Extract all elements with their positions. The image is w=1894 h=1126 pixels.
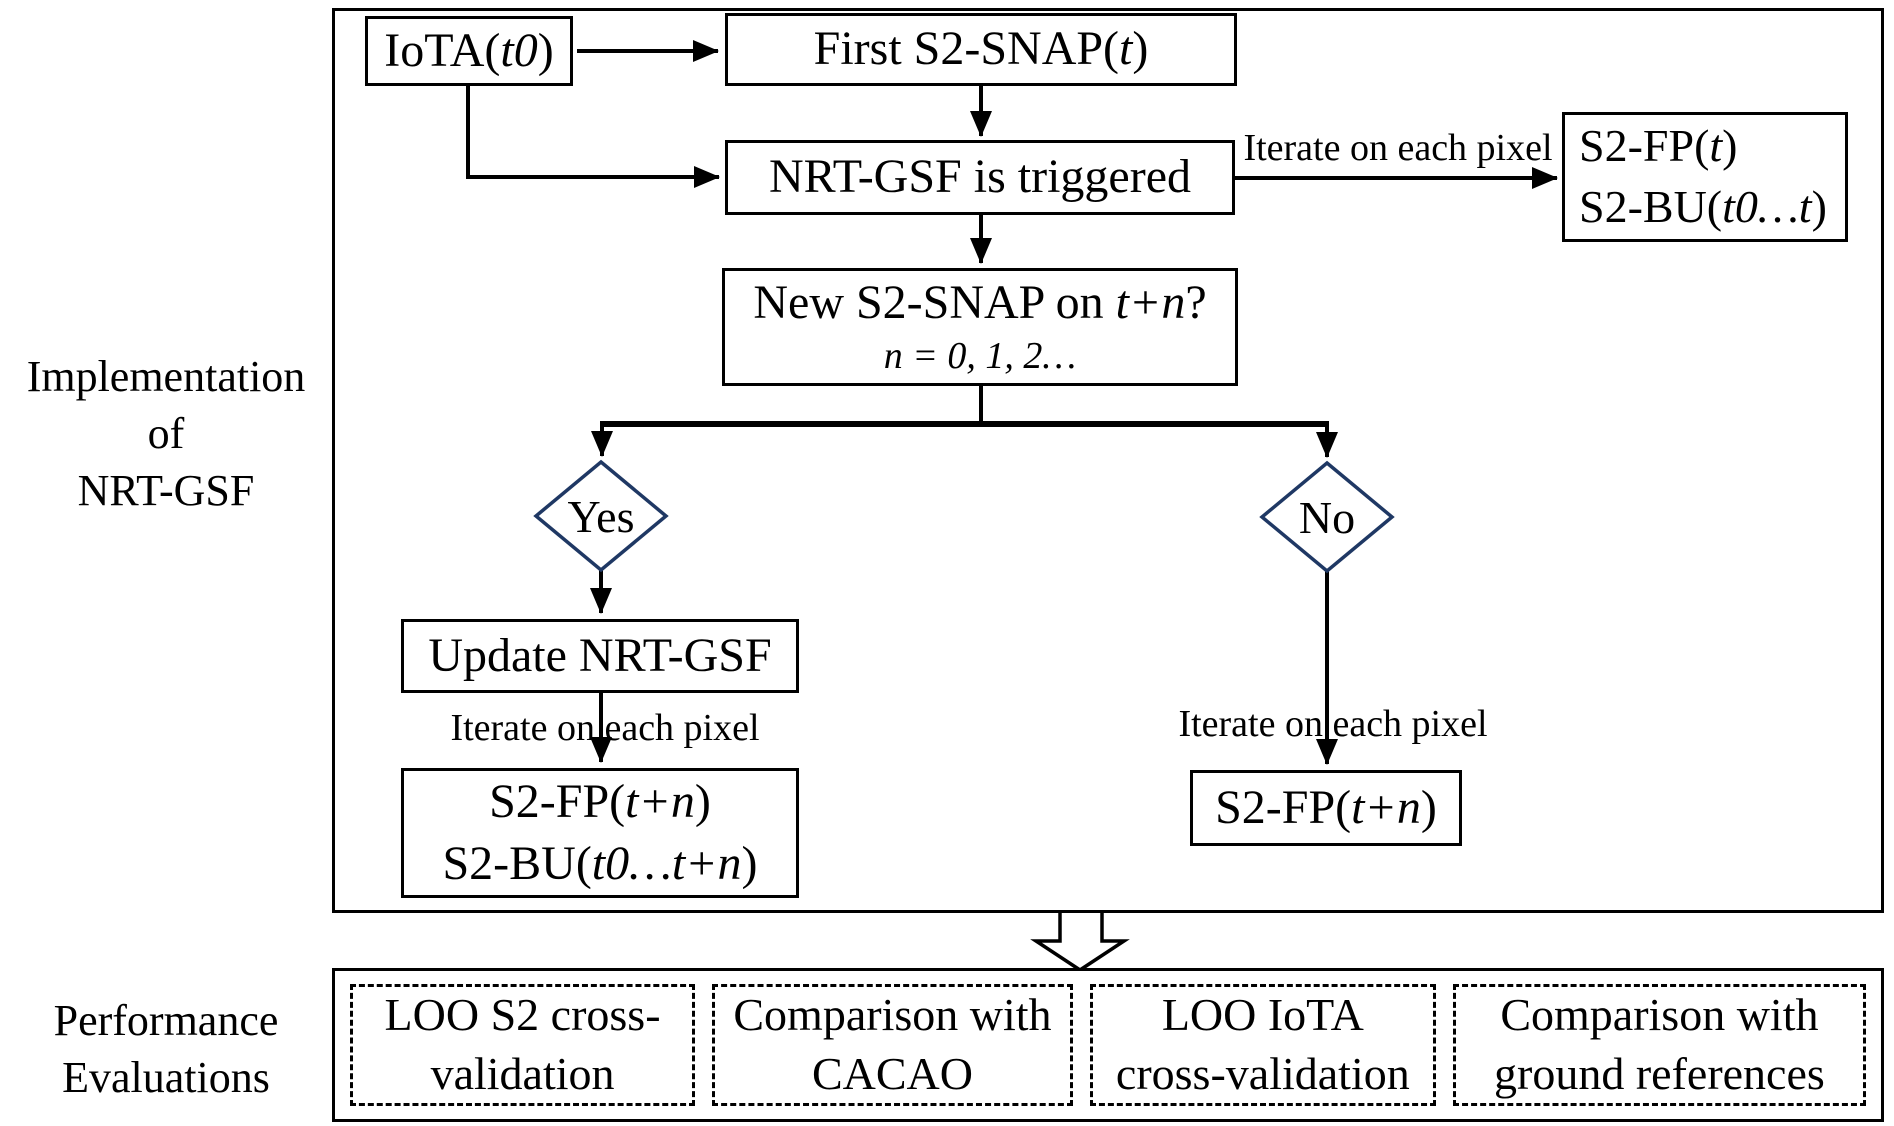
no-diamond-shape xyxy=(1259,460,1395,574)
arrow-iota-to-trigger xyxy=(466,85,720,188)
update-box-text: Update NRT-GSF xyxy=(428,628,772,682)
evaluation-item-ground-ref: Comparison with ground references xyxy=(1452,984,1866,1106)
iterate-label-left: Iterate on each pixel xyxy=(450,707,760,749)
iota-box-text: IoTA(t0) xyxy=(384,23,554,77)
outputs-t-line1: S2-FP(t) xyxy=(1579,120,1738,172)
implementation-label: Implementation of NRT-GSF xyxy=(0,348,332,520)
outputs-tn-box: S2-FP(t+n) S2-BU(t0…t+n) xyxy=(401,768,799,898)
outputs-tn-line2: S2-BU(t0…t+n) xyxy=(442,837,758,890)
output-tn-box: S2-FP(t+n) xyxy=(1190,770,1462,846)
first-snap-box: First S2-SNAP(t) xyxy=(725,13,1237,86)
evaluation-item-loo-s2: LOO S2 cross-validation xyxy=(350,984,696,1106)
evaluation-item-cacao: Comparison with CACAO xyxy=(712,984,1073,1106)
implementation-label-line1: Implementation xyxy=(26,352,306,401)
outputs-t-line2: S2-BU(t0…t) xyxy=(1579,181,1827,232)
iterate-label-top: Iterate on each pixel xyxy=(1243,127,1553,169)
iterate-label-right: Iterate on each pixel xyxy=(1178,703,1488,745)
yes-diamond-shape xyxy=(533,459,669,573)
output-tn-box-text: S2-FP(t+n) xyxy=(1215,780,1437,834)
implementation-label-line3: NRT-GSF xyxy=(77,466,255,516)
update-box: Update NRT-GSF xyxy=(401,619,799,693)
performance-label-line1: Performance xyxy=(53,996,279,1045)
iota-box: IoTA(t0) xyxy=(365,16,573,86)
decision-question: New S2-SNAP on t+n? xyxy=(753,276,1207,330)
trigger-box: NRT-GSF is triggered xyxy=(725,140,1235,215)
main-frame xyxy=(332,8,1884,913)
evaluation-frame: LOO S2 cross-validation Comparison with … xyxy=(332,968,1884,1122)
outputs-t-box: S2-FP(t) S2-BU(t0…t) xyxy=(1562,112,1848,242)
evaluation-item-loo-iota: LOO IoTA cross-validation xyxy=(1089,984,1436,1106)
first-snap-box-text: First S2-SNAP(t) xyxy=(813,22,1149,76)
decision-box: New S2-SNAP on t+n? n = 0, 1, 2… xyxy=(722,268,1238,386)
trigger-box-text: NRT-GSF is triggered xyxy=(768,150,1191,204)
yes-label: Yes xyxy=(567,490,635,542)
no-label: No xyxy=(1298,491,1356,543)
block-down-arrow xyxy=(1030,911,1130,973)
implementation-label-line2: of xyxy=(147,409,185,459)
outputs-tn-line1: S2-FP(t+n) xyxy=(489,774,711,828)
decision-subtext: n = 0, 1, 2… xyxy=(883,334,1077,377)
performance-label-line2: Evaluations xyxy=(62,1053,270,1103)
performance-label: Performance Evaluations xyxy=(0,992,332,1106)
